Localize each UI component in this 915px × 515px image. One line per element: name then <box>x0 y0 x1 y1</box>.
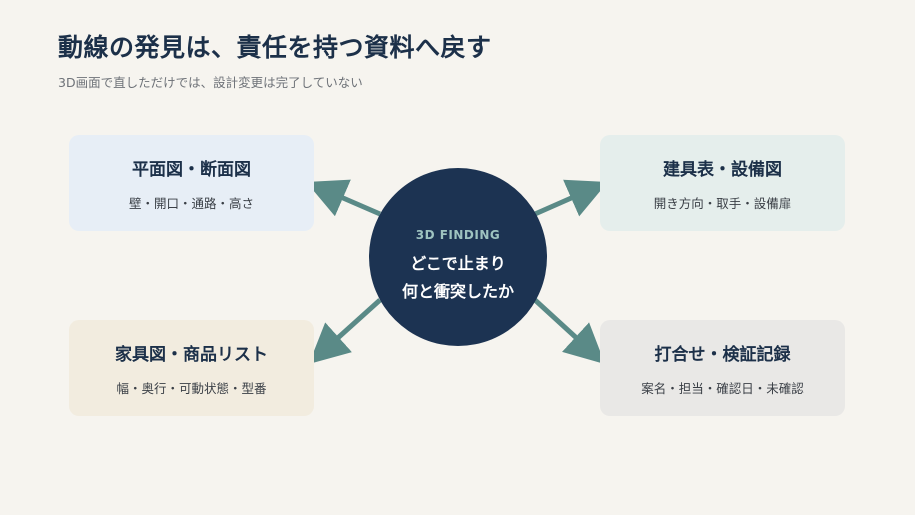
card-furniture-product-list: 家具図・商品リスト 幅・奥行・可動状態・型番 <box>69 320 314 416</box>
arrow-to-bottom-right <box>533 298 606 365</box>
arrow-to-top-left <box>306 179 381 217</box>
center-circle: 3D FINDING どこで止まり 何と衝突したか <box>369 168 547 346</box>
card-meeting-verification-records: 打合せ・検証記録 案名・担当・確認日・未確認 <box>600 320 845 416</box>
arrow-to-top-right <box>533 179 608 217</box>
card-description: 壁・開口・通路・高さ <box>128 196 254 211</box>
center-line-1: どこで止まり <box>410 254 506 273</box>
card-description: 幅・奥行・可動状態・型番 <box>116 381 267 396</box>
card-fittings-equipment-drawings: 建具表・設備図 開き方向・取手・設備扉 <box>600 135 845 231</box>
card-title: 打合せ・検証記録 <box>654 345 791 365</box>
card-plan-section-drawings: 平面図・断面図 壁・開口・通路・高さ <box>69 135 314 231</box>
card-title: 家具図・商品リスト <box>115 345 268 365</box>
card-title: 平面図・断面図 <box>132 160 251 180</box>
card-description: 案名・担当・確認日・未確認 <box>641 381 804 396</box>
page-title: 動線の発見は、責任を持つ資料へ戻す <box>58 33 492 62</box>
card-description: 開き方向・取手・設備扉 <box>653 196 792 211</box>
card-title: 建具表・設備図 <box>663 160 782 180</box>
page-subtitle: 3D画面で直しただけでは、設計変更は完了していない <box>58 75 363 90</box>
center-label: 3D FINDING <box>415 228 501 242</box>
center-line-2: 何と衝突したか <box>401 282 514 301</box>
arrow-to-bottom-left <box>308 298 382 365</box>
